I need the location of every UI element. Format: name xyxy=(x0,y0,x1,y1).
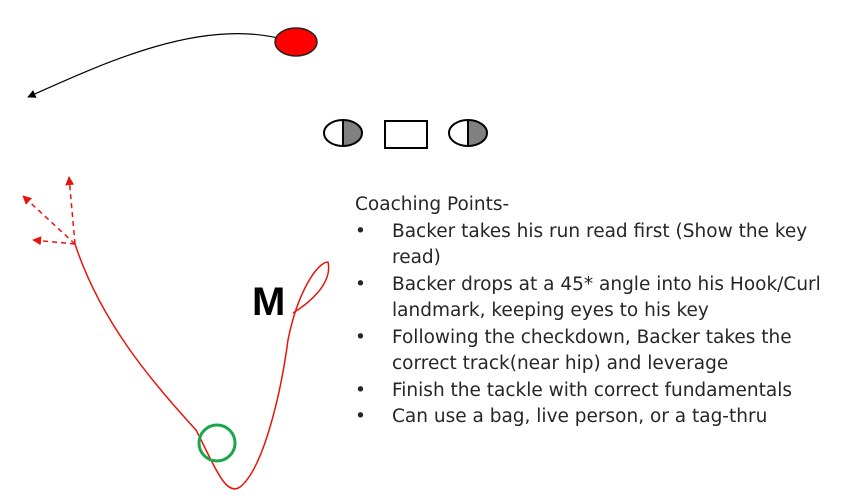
drop-arrow-upleft xyxy=(22,195,76,245)
bullet-icon: • xyxy=(355,220,366,242)
backer-start-circle xyxy=(197,423,237,463)
bullet-icon: • xyxy=(355,406,366,427)
ball-carrier-icon xyxy=(274,27,318,57)
coaching-point-text: Backer drops at a 45* angle into his Hoo… xyxy=(392,273,821,322)
center-square-icon xyxy=(384,120,428,149)
coaching-point-text: Finish the tackle with correct fundament… xyxy=(392,379,792,401)
coaching-point-item: • Backer drops at a 45* angle into his H… xyxy=(355,272,840,325)
bullet-icon: • xyxy=(355,379,366,401)
coaching-points-list: • Backer takes his run read first (Show … xyxy=(355,219,840,431)
coaching-point-item: • Can use a bag, live person, or a tag-t… xyxy=(355,404,840,431)
bullet-icon: • xyxy=(355,273,366,295)
drop-arrow-up xyxy=(65,176,76,245)
half-shaded-lineman-icon xyxy=(323,119,363,147)
coaching-point-text: Can use a bag, live person, or a tag-thr… xyxy=(392,406,768,427)
drop-arrow-left xyxy=(32,236,76,246)
coaching-point-item: • Following the checkdown, Backer takes … xyxy=(355,325,840,378)
ball-carrier-path xyxy=(27,32,279,98)
bullet-icon: • xyxy=(355,326,366,348)
coaching-point-text: Backer takes his run read first (Show th… xyxy=(392,220,808,269)
backer-marker-label: M xyxy=(252,280,286,324)
coaching-point-text: Following the checkdown, Backer takes th… xyxy=(392,326,792,375)
coaching-points-heading: Coaching Points- xyxy=(355,194,510,215)
backer-route-line xyxy=(74,243,330,490)
half-shaded-lineman-icon xyxy=(448,119,488,147)
coaching-point-item: • Backer takes his run read first (Show … xyxy=(355,219,840,272)
coaching-point-item: • Finish the tackle with correct fundame… xyxy=(355,378,840,405)
coaching-points-panel: Coaching Points- • Backer takes his run … xyxy=(355,192,840,431)
